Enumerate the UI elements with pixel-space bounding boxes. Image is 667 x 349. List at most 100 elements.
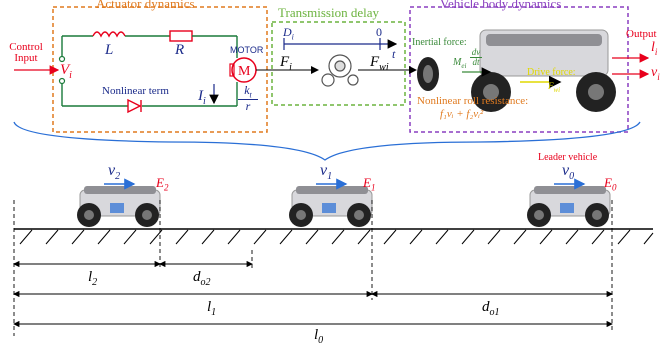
li-symbol: l: [651, 40, 655, 55]
fi-label: Fi: [280, 55, 292, 73]
fwi-subscript: wi: [379, 62, 389, 73]
dt-symbol: dt: [472, 57, 480, 67]
li-subscript: i: [654, 46, 658, 57]
inertial-force-label: Inertial force:: [412, 37, 467, 48]
drive-fwi-subscript: wi: [553, 85, 561, 94]
e0-label: E0: [604, 176, 616, 193]
l1-subscript: 1: [211, 307, 217, 318]
terminal-bottom: [58, 77, 66, 85]
do2-symbol: d: [193, 269, 201, 285]
transmission-frame: [271, 21, 406, 106]
vehicle-0: [527, 186, 611, 227]
di-label: Di: [283, 26, 294, 41]
resistor-label: R: [175, 42, 185, 58]
kt-subscript: t: [249, 90, 252, 100]
vi-symbol: V: [60, 62, 70, 78]
t-label: t: [392, 47, 396, 61]
control-input-line1: Control: [9, 41, 43, 53]
kt-over-r-label: kt r: [238, 84, 258, 112]
diode-icon: [127, 98, 142, 114]
terminal-top: [58, 55, 66, 63]
transmission-title: Transmission delay: [278, 5, 379, 20]
vi-output-label: vi: [651, 66, 660, 82]
vehicle-title: Vehicle body dynamics: [440, 0, 562, 11]
vi-out-symbol: v: [651, 65, 658, 80]
vi-label: Vi: [60, 63, 72, 81]
leader-vehicle-label: Leader vehicle: [538, 152, 598, 163]
e1-label: E1: [363, 176, 375, 193]
vehicle-body-image: [471, 29, 616, 112]
e2-label: E2: [156, 176, 168, 193]
mei-symbol: M: [453, 57, 462, 68]
mei-subscript: ei: [461, 62, 467, 70]
l2-subscript: 2: [92, 277, 98, 288]
e1-symbol: E: [363, 175, 371, 190]
nonlinear-term-label: Nonlinear term: [102, 85, 169, 97]
ii-label: Ii: [198, 89, 206, 107]
roll-resistance-formula: f₁vᵢ + f₂vᵢ²: [440, 108, 484, 120]
do1-subscript: o1: [489, 307, 500, 318]
di-symbol: D: [283, 25, 292, 39]
do2-label: do2: [193, 270, 211, 288]
e0-subscript: 0: [611, 182, 617, 193]
l2-symbol: l: [88, 269, 93, 285]
l1-label: l1: [207, 300, 216, 318]
e2-subscript: 2: [163, 182, 169, 193]
v2-symbol: v: [108, 162, 116, 179]
do1-symbol: d: [482, 299, 490, 315]
e2-symbol: E: [156, 175, 164, 190]
roll-resistance-label: Nonlinear roll resistance:: [417, 95, 529, 107]
fi-subscript: i: [289, 62, 292, 73]
brace: [13, 121, 641, 161]
dimension-guides: [13, 200, 613, 336]
circuit: [61, 30, 238, 107]
dv-symbol: dv: [470, 47, 482, 58]
gear-icon: [321, 54, 359, 87]
li-output-label: li: [651, 41, 657, 57]
di-subscript: i: [291, 32, 294, 42]
output-label: Output: [626, 28, 657, 40]
l0-label: l0: [314, 328, 323, 346]
v1-label: v1: [320, 163, 332, 182]
ground-hatching: [19, 229, 654, 245]
l1-symbol: l: [207, 299, 212, 315]
ii-symbol: I: [198, 88, 203, 104]
zero-label: 0: [376, 25, 382, 39]
do1-label: do1: [482, 300, 500, 318]
drive-force-label: Drive force:: [527, 67, 576, 78]
control-input-line2: Input: [14, 52, 38, 64]
vi-subscript: i: [69, 70, 72, 81]
wheel-icon: [417, 57, 439, 91]
ii-subscript: i: [203, 96, 206, 107]
mei-label: Mei: [453, 58, 466, 70]
v2-label: v2: [108, 163, 120, 182]
e1-subscript: 1: [370, 182, 376, 193]
dv-dt-label: dv dt: [470, 48, 482, 67]
inductor-label: L: [105, 42, 114, 58]
drive-fwi-symbol: F: [548, 81, 554, 91]
v0-subscript: 0: [569, 171, 575, 183]
vehicle-1: [289, 186, 373, 227]
control-input-label: Control Input: [4, 42, 48, 64]
r-symbol: r: [245, 99, 251, 114]
vi-out-subscript: i: [657, 71, 660, 82]
l0-subscript: 0: [318, 335, 324, 346]
delay-plot: [283, 38, 398, 50]
e0-symbol: E: [604, 175, 612, 190]
v1-symbol: v: [320, 162, 328, 179]
fi-symbol: F: [280, 54, 290, 70]
fwi-label: Fwi: [370, 55, 389, 73]
v0-symbol: v: [562, 162, 570, 179]
v0-label: v0: [562, 163, 574, 182]
motor-label: MOTOR: [230, 45, 264, 55]
v1-subscript: 1: [327, 171, 333, 183]
svg-text:M: M: [238, 64, 251, 79]
drive-force-fwi: Fwi: [548, 82, 560, 94]
l2-label: l2: [88, 270, 97, 288]
vehicle-2: [77, 186, 161, 227]
motor-icon: M: [229, 57, 257, 83]
do2-subscript: o2: [200, 277, 211, 288]
l0-symbol: l: [314, 327, 319, 343]
v2-subscript: 2: [115, 171, 121, 183]
